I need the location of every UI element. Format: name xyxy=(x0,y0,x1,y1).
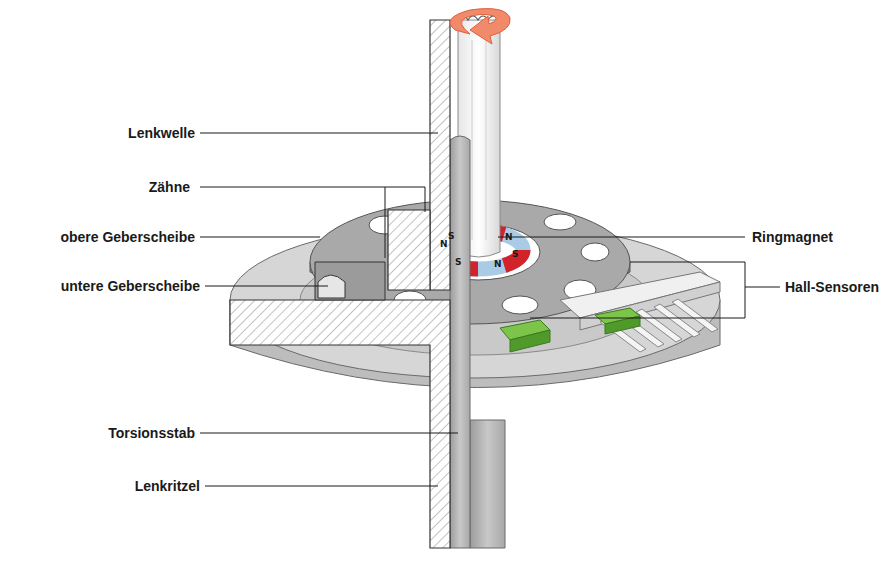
magnet-pole: S xyxy=(512,249,518,259)
leader-lines xyxy=(200,133,780,486)
part-label: Lenkwelle xyxy=(128,125,195,141)
magnet-pole: S xyxy=(455,257,461,267)
part-label: Zähne xyxy=(149,179,190,195)
part-label: untere Geberscheibe xyxy=(61,278,200,294)
magnet-pole: N xyxy=(440,239,448,249)
part-label: Hall-Sensoren xyxy=(785,279,879,295)
part-label: Torsionsstab xyxy=(108,425,195,441)
part-label: obere Geberscheibe xyxy=(60,229,195,245)
hall-sensor-unit xyxy=(500,272,720,352)
magnet-pole: S xyxy=(448,231,454,241)
cut-section xyxy=(230,20,450,548)
part-label: Lenkritzel xyxy=(135,478,200,494)
lower-housing xyxy=(230,222,720,548)
part-label: Ringmagnet xyxy=(752,229,833,245)
magnet-pole: N xyxy=(494,259,502,269)
magnet-pole: N xyxy=(505,232,513,242)
torsion-bar xyxy=(450,136,470,548)
rotation-arrow xyxy=(450,9,510,44)
